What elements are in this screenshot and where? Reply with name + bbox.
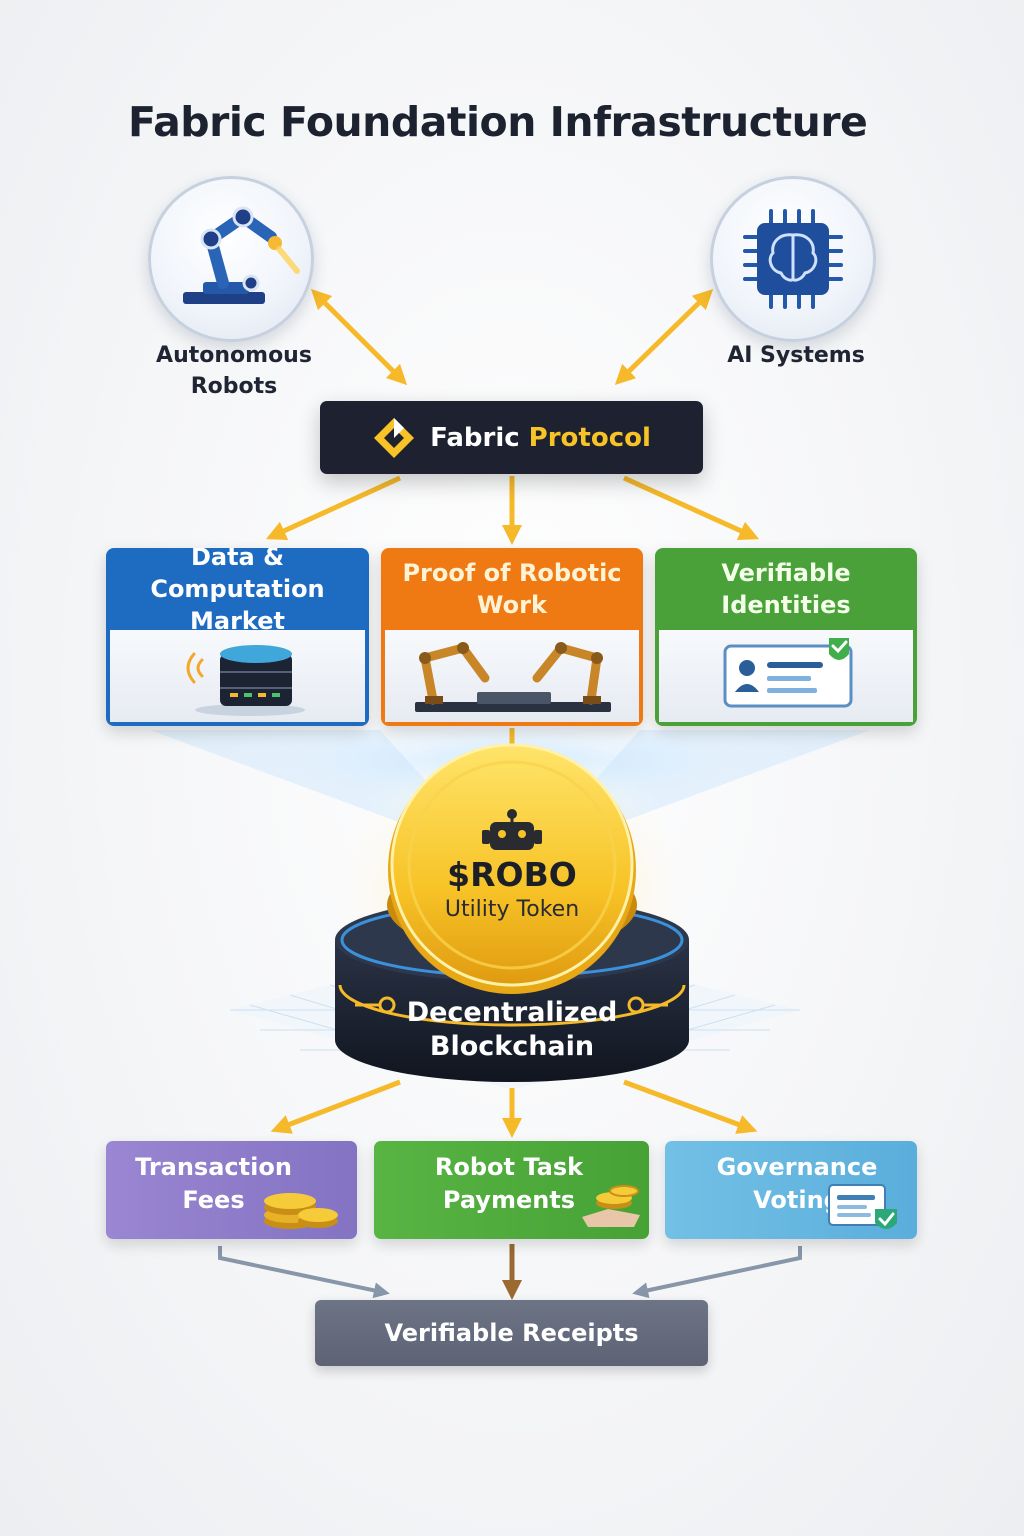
proof-of-robotic-work-card: Proof of Robotic Work [381,548,643,726]
transaction-fees-card: Transaction Fees [106,1141,357,1239]
ballot-check-icon [828,1184,897,1229]
robo-coin [387,743,637,994]
robot-head-icon [482,809,542,850]
arrow-protocol-data [265,475,402,540]
arrow-governance-receipts [632,1246,802,1299]
card-title: Transaction Fees [135,1153,292,1214]
arrow-ai-protocol [614,289,714,385]
verifiable-identities-card: Verifiable Identities [655,548,917,726]
robots-node [148,176,314,342]
robot-task-payments-card: Robot Task Payments [374,1141,649,1239]
id-card-check-icon [723,638,853,708]
coins-stack-icon [264,1193,338,1229]
protocol-label-accent: Protocol [528,422,651,453]
verifiable-receipts-box: Verifiable Receipts [315,1300,708,1366]
governance-voting-card: Governance Voting [665,1141,917,1239]
robots-label: Autonomous Robots [156,343,312,399]
ai-node [710,176,876,342]
card-title: Governance Voting [716,1153,878,1214]
arrow-chain-governance [623,1079,758,1134]
payment-hand-coins-icon [582,1185,640,1227]
robot-arm-icon [183,206,300,304]
arrow-protocol-identity [622,475,760,540]
database-signal-icon [186,645,305,716]
token-subtitle: Utility Token [444,897,580,922]
protocol-label-main: Fabric [430,422,520,453]
arrow-robots-protocol [310,288,408,386]
fabric-diamond-logo-icon [374,417,415,458]
blockchain-label: Decentralized Blockchain [406,997,618,1062]
data-computation-market-card: Data & Computation Market [106,548,369,726]
card-title: Proof of Robotic Work [402,559,622,619]
token-name: $ROBO [447,855,577,894]
page-title: Fabric Foundation Infrastructure [128,98,868,146]
ai-label: AI Systems [727,343,865,368]
ai-chip-brain-icon [743,209,843,309]
card-title: Verifiable Identities [721,559,851,619]
arrow-chain-fees [270,1079,401,1134]
card-title: Robot Task Payments [434,1153,584,1214]
arrow-fees-receipts [218,1246,390,1299]
robotic-arms-assembly-icon [415,642,611,712]
fabric-protocol-box: Fabric Protocol [320,401,703,474]
